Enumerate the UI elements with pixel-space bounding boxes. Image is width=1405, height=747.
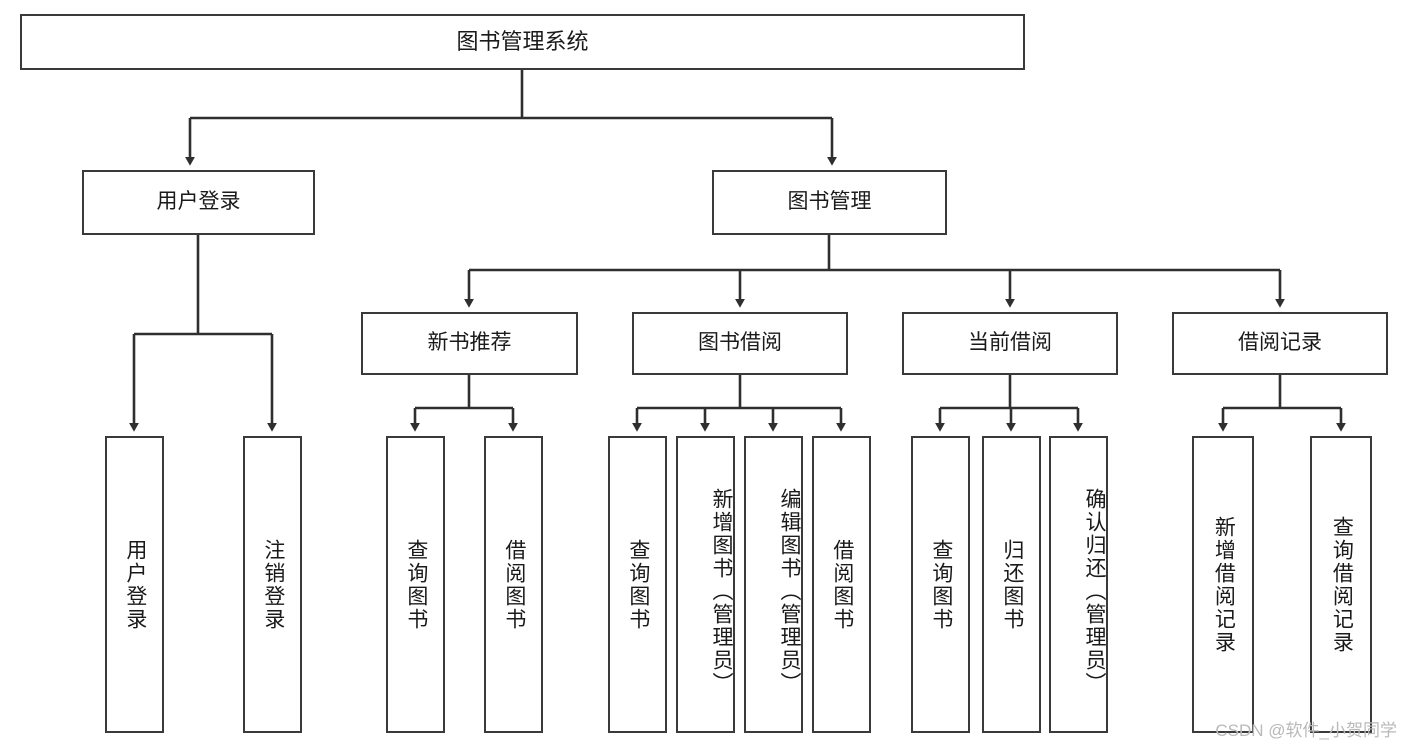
node-borrowing-record[interactable]: 借阅记录	[1172, 312, 1388, 375]
node-label: 确认归还（管理员）	[1083, 488, 1106, 695]
node-label: 编辑图书（管理员）	[778, 488, 801, 695]
node-user-login[interactable]: 用户登录	[82, 170, 315, 235]
node-book-management[interactable]: 图书管理	[712, 170, 947, 235]
node-label: 归还图书	[1000, 538, 1024, 631]
leaf-user-login[interactable]: 用户登录	[105, 436, 164, 733]
leaf-borrow-book[interactable]: 借阅图书	[812, 436, 871, 733]
node-label: 当前借阅	[968, 331, 1052, 355]
leaf-return-book[interactable]: 归还图书	[982, 436, 1041, 733]
leaf-query-book-borrow[interactable]: 查询图书	[608, 436, 667, 733]
leaf-add-borrow-record[interactable]: 新增借阅记录	[1192, 436, 1254, 733]
leaf-query-book-new[interactable]: 查询图书	[386, 436, 445, 733]
node-label: 注销登录	[261, 538, 285, 631]
node-label: 借阅图书	[830, 538, 854, 631]
node-label: 新增借阅记录	[1212, 515, 1236, 654]
node-label: 查询图书	[404, 538, 428, 631]
node-label: 用户登录	[156, 190, 241, 214]
leaf-logout[interactable]: 注销登录	[243, 436, 302, 733]
node-new-book-recommendation[interactable]: 新书推荐	[361, 312, 578, 375]
node-label: 图书管理	[787, 190, 872, 214]
node-label: 用户登录	[123, 538, 147, 631]
node-label: 借阅记录	[1238, 331, 1322, 355]
node-label: 查询借阅记录	[1330, 515, 1354, 654]
node-label: 新书推荐	[427, 331, 512, 355]
node-label: 新增图书（管理员）	[710, 488, 733, 695]
leaf-query-borrow-record[interactable]: 查询借阅记录	[1310, 436, 1372, 733]
leaf-query-book-current[interactable]: 查询图书	[911, 436, 970, 733]
node-label: 借阅图书	[502, 538, 526, 631]
leaf-confirm-return-admin[interactable]: 确认归还（管理员）	[1049, 436, 1108, 733]
node-label: 图书借阅	[698, 331, 782, 355]
node-current-borrowing[interactable]: 当前借阅	[902, 312, 1118, 375]
node-label: 图书管理系统	[456, 29, 589, 55]
node-label: 查询图书	[626, 538, 650, 631]
node-root-book-management-system[interactable]: 图书管理系统	[20, 14, 1025, 70]
leaf-edit-book-admin[interactable]: 编辑图书（管理员）	[744, 436, 803, 733]
node-book-borrowing[interactable]: 图书借阅	[632, 312, 848, 375]
leaf-add-book-admin[interactable]: 新增图书（管理员）	[676, 436, 735, 733]
leaf-borrow-book-new[interactable]: 借阅图书	[484, 436, 543, 733]
node-label: 查询图书	[929, 538, 953, 631]
